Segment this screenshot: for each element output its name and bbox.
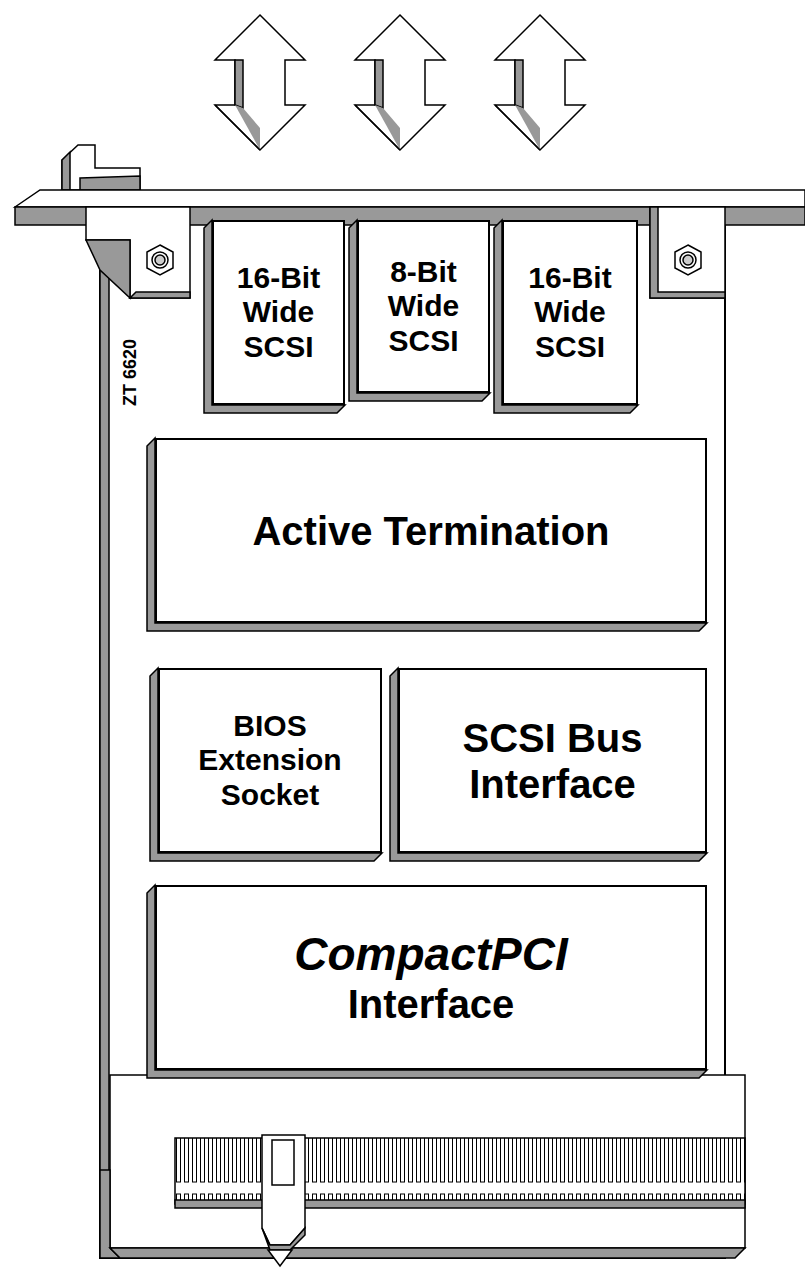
box-shadow bbox=[147, 438, 707, 631]
box-label: 16-Bit Wide SCSI bbox=[512, 261, 628, 365]
mounting-bracket bbox=[650, 207, 725, 298]
box-label: Interface bbox=[348, 981, 515, 1027]
mounting-bracket bbox=[86, 207, 190, 298]
box-label: BIOS Extension Socket bbox=[168, 709, 372, 813]
box-shadow bbox=[147, 885, 707, 1078]
scsi-connector: 16-Bit Wide SCSI bbox=[502, 220, 638, 405]
ejector-handle bbox=[62, 145, 140, 190]
board-edge bbox=[100, 222, 109, 1172]
box-shadow bbox=[349, 220, 490, 401]
termination-block: Active Termination bbox=[155, 438, 707, 623]
box-label: 16-Bit Wide SCSI bbox=[222, 261, 335, 365]
box-shadow bbox=[390, 668, 707, 861]
box-shadow bbox=[150, 668, 382, 861]
board-model-label: ZT 6620 bbox=[120, 338, 141, 405]
logo-text: CompactPCI bbox=[294, 928, 567, 981]
box-shadow bbox=[204, 220, 345, 413]
box-label: SCSI Bus Interface bbox=[408, 715, 697, 807]
pci-interface-block: CompactPCIInterface bbox=[155, 885, 707, 1070]
scsi-interface-block: SCSI Bus Interface bbox=[398, 668, 707, 853]
bios-socket: BIOS Extension Socket bbox=[158, 668, 382, 853]
box-label: 8-Bit Wide SCSI bbox=[367, 255, 480, 359]
box-shadow bbox=[494, 220, 638, 413]
scsi-connector: 16-Bit Wide SCSI bbox=[212, 220, 345, 405]
io-arrows bbox=[215, 15, 585, 150]
box-label: Active Termination bbox=[252, 508, 609, 554]
scsi-connector: 8-Bit Wide SCSI bbox=[357, 220, 490, 393]
backplane-connector bbox=[100, 1075, 745, 1266]
